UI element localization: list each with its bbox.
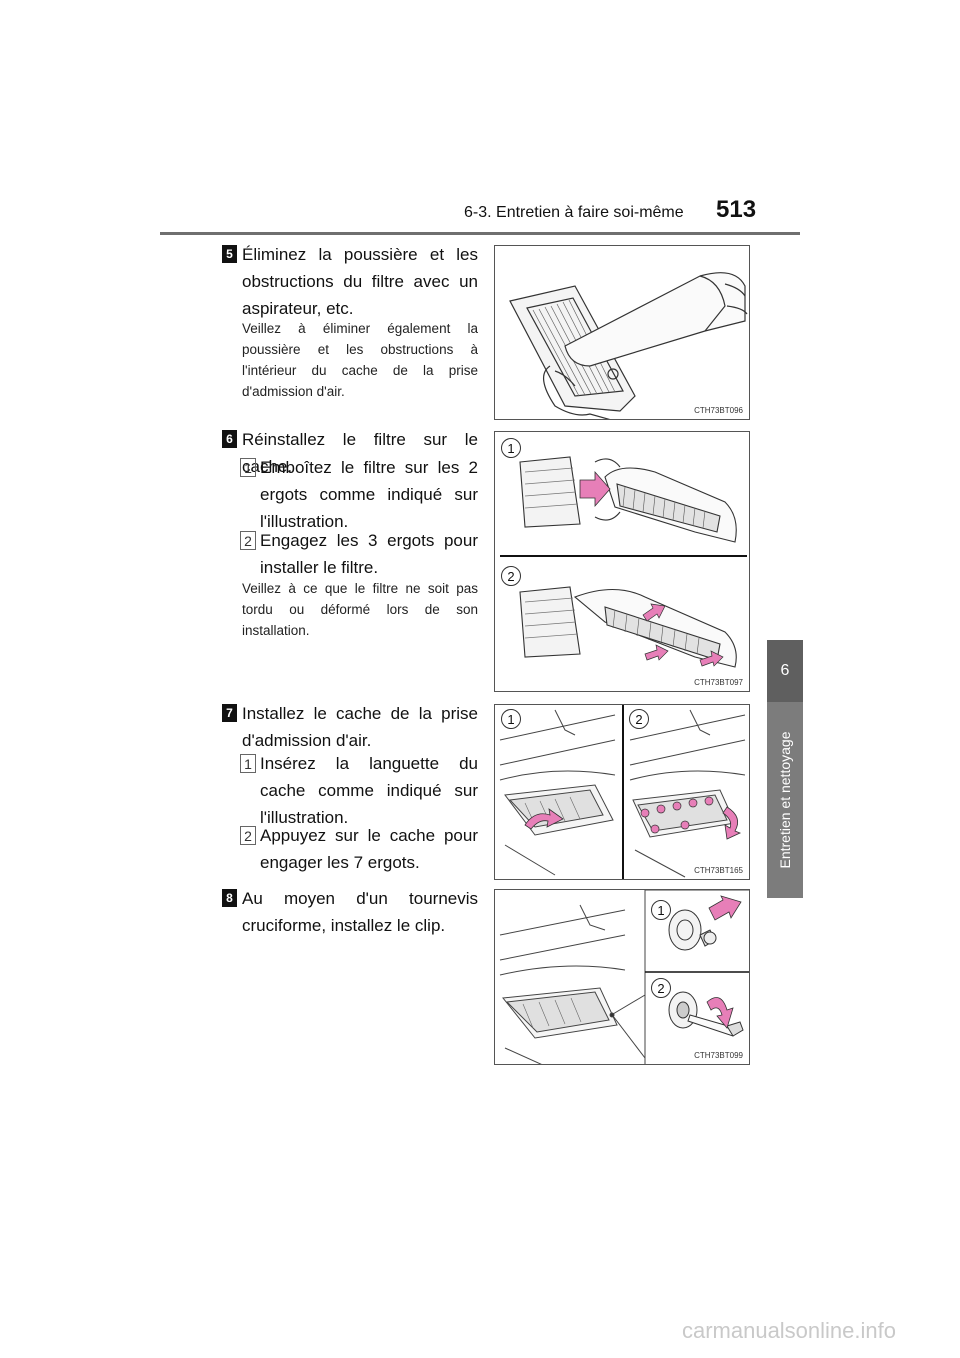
substep-text: Insérez la languette du cache comme indi… <box>260 754 478 827</box>
figure-callout: 2 <box>651 978 671 998</box>
figure-filter-install: 1 2 CTH73BT097 <box>494 431 750 692</box>
step-number: 8 <box>222 889 237 907</box>
header-divider <box>160 232 800 235</box>
substep-text: Engagez les 3 ergots pour installer le f… <box>260 531 478 577</box>
page-number: 513 <box>716 196 757 223</box>
step-text: Réinstallez le filtre sur le cache. <box>242 430 478 476</box>
figure-caption: CTH73BT165 <box>694 866 743 875</box>
step-note: Veillez à éliminer également la poussièr… <box>242 321 478 399</box>
step-text: Installez le cache de la prise d'admissi… <box>242 704 478 750</box>
step-text: Au moyen d'un tournevis cruciforme, inst… <box>242 889 478 935</box>
substep-number: 2 <box>240 531 256 550</box>
figure-callout: 2 <box>629 709 649 729</box>
substep-number: 2 <box>240 826 256 845</box>
substep-text: Appuyez sur le cache pour engager les 7 … <box>260 826 478 872</box>
figure-cover-install: 1 2 CTH73BT165 <box>494 704 750 880</box>
cover-install-illustration <box>499 705 746 879</box>
step-number: 7 <box>222 704 237 722</box>
watermark: carmanualsonline.info <box>681 1318 896 1343</box>
substep-text: Emboîtez le filtre sur les 2 ergots comm… <box>260 458 478 531</box>
step-number: 5 <box>222 245 237 263</box>
figure-vacuum-filter: CTH73BT096 <box>494 245 750 420</box>
figure-caption: CTH73BT096 <box>694 406 743 415</box>
substep-number: 1 <box>240 754 256 773</box>
figure-clip-install: 1 2 CTH73BT099 <box>494 889 750 1065</box>
figure-callout: 1 <box>651 900 671 920</box>
figure-callout: 1 <box>501 438 521 458</box>
section-title: 6-3. Entretien à faire soi-même <box>464 204 684 221</box>
figure-callout: 1 <box>501 709 521 729</box>
step-text: Éliminez la poussière et les obstruction… <box>242 245 478 318</box>
figure-caption: CTH73BT097 <box>694 678 743 687</box>
figure-caption: CTH73BT099 <box>694 1051 743 1060</box>
figure-callout: 2 <box>501 566 521 586</box>
filter-install-illustration <box>500 456 747 668</box>
step-note: Veillez à ce que le filtre ne soit pas t… <box>242 581 478 638</box>
chapter-number: 6 <box>767 640 803 702</box>
chapter-label: Entretien et nettoyage <box>767 702 803 898</box>
chapter-label-text: Entretien et nettoyage <box>777 731 793 869</box>
step-number: 6 <box>222 430 237 448</box>
substep-number: 1 <box>240 458 256 477</box>
clip-install-illustration <box>499 890 749 1064</box>
vacuum-illustration <box>509 272 748 419</box>
